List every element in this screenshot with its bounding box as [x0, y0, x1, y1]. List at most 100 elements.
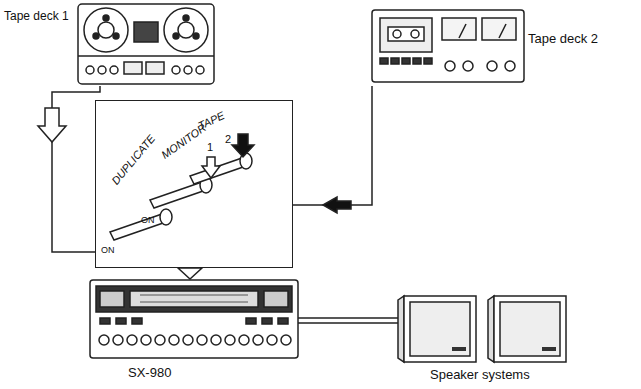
signal-connector: [293, 86, 372, 213]
receiver: SX-980: [88, 274, 302, 386]
button: [391, 58, 399, 64]
knob: [127, 335, 137, 345]
switch-label: MONITOR: [159, 121, 209, 161]
switch-number: 2: [225, 133, 231, 146]
reel-deck-drawing: [78, 4, 214, 84]
knob: [141, 335, 151, 345]
switch-lever: [150, 182, 206, 208]
solid-arrow: [232, 134, 254, 157]
speaker-side: [488, 296, 494, 362]
button: [402, 58, 410, 64]
switch-position: ON: [101, 245, 115, 255]
button: [278, 318, 288, 324]
tuning-scale: [130, 291, 258, 307]
tape-head: [134, 22, 158, 42]
switch-number: 1: [207, 141, 213, 154]
meter-needle: [499, 24, 506, 38]
meter: [482, 18, 516, 40]
hollow-arrow: [202, 157, 220, 178]
switch-callout: TAPEDUPLICATEMONITOR12ONON: [95, 100, 293, 268]
arrow-head: [38, 108, 66, 142]
reel: [84, 8, 128, 52]
knob: [463, 61, 473, 71]
switch-label: DUPLICATE: [109, 132, 158, 187]
speaker-badge: [452, 347, 466, 351]
deck-housing: [372, 10, 524, 82]
device-label: Tape deck 1: [4, 10, 69, 24]
knob: [172, 66, 180, 74]
switch-lever: [190, 158, 246, 184]
callout-pointer: [178, 268, 202, 279]
knob: [86, 66, 94, 74]
reel-hub: [178, 22, 194, 38]
reel-hole: [103, 15, 109, 21]
knob: [110, 66, 118, 74]
button: [262, 318, 272, 324]
knob: [225, 335, 235, 345]
knob: [113, 335, 123, 345]
tape-deck-1: Tape deck 1: [0, 0, 218, 86]
cassette-window: [388, 27, 424, 41]
switch-lever: [110, 214, 166, 240]
meter: [146, 62, 164, 74]
knob: [281, 335, 291, 345]
knob: [98, 66, 106, 74]
scale-line: [140, 295, 248, 296]
reel-hole: [113, 33, 119, 39]
speaker-cabinet: [494, 296, 566, 362]
cassette-door: [380, 18, 432, 52]
speaker-grille: [410, 302, 470, 356]
device-label: Tape deck 2: [528, 32, 598, 47]
model-name: SX-980: [128, 366, 171, 381]
meter: [442, 18, 476, 40]
reel-hole: [183, 15, 189, 21]
cassette-spool: [393, 30, 401, 38]
signal-connector: [298, 318, 398, 323]
button: [246, 318, 256, 324]
reel-hole: [173, 33, 179, 39]
switch-tip: [160, 209, 172, 225]
knob: [184, 66, 192, 74]
speaker-drawing: [398, 296, 566, 362]
reel: [164, 8, 208, 52]
scale-line: [140, 302, 248, 303]
speaker-badge: [542, 347, 556, 351]
knob: [169, 335, 179, 345]
reel-hub: [98, 22, 114, 38]
meter: [124, 62, 142, 74]
device-label: Speaker systems: [430, 368, 530, 383]
arrow-head: [323, 197, 351, 213]
receiver-drawing: [90, 280, 298, 358]
reel-hole: [193, 33, 199, 39]
button: [413, 58, 421, 64]
speaker-systems: Speaker systems: [394, 288, 580, 387]
button: [380, 58, 388, 64]
knob: [253, 335, 263, 345]
knob: [196, 66, 204, 74]
receiver-housing: [90, 280, 298, 358]
cassette-deck-drawing: [372, 10, 524, 82]
knob: [155, 335, 165, 345]
meter: [100, 291, 124, 307]
knob: [505, 61, 515, 71]
connector-line: [293, 86, 372, 205]
button: [116, 318, 126, 324]
signal-connector: [38, 86, 100, 252]
knob: [445, 61, 455, 71]
connector-line: [298, 318, 398, 323]
button: [100, 318, 110, 324]
knob: [239, 335, 249, 345]
tape-deck-2: Tape deck 2: [366, 0, 639, 86]
meter-needle: [459, 24, 466, 38]
knob: [197, 335, 207, 345]
knob: [99, 335, 109, 345]
knob: [183, 335, 193, 345]
speaker-cabinet: [404, 296, 476, 362]
button: [132, 318, 142, 324]
deck-housing: [78, 4, 214, 84]
dial-panel: [96, 286, 292, 312]
speaker-side: [398, 296, 404, 362]
reel-hole: [93, 33, 99, 39]
